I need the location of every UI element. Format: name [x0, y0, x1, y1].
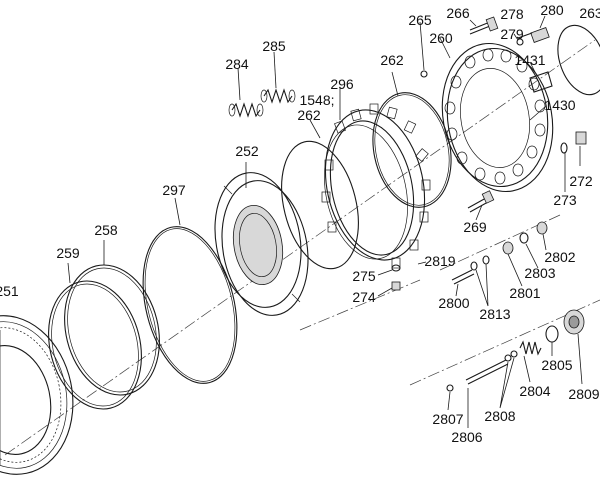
- part-258-ring: [64, 264, 160, 396]
- callout-269: 269: [463, 219, 487, 235]
- callout-296: 296: [330, 76, 354, 92]
- part-2803-washer: [519, 232, 529, 244]
- callout-266: 266: [446, 5, 470, 21]
- part-285-spring: [260, 88, 296, 104]
- part-284-spring: [228, 102, 264, 118]
- part-269-bolt: [467, 190, 495, 213]
- callout-285: 285: [262, 38, 286, 54]
- callout-265: 265: [408, 12, 432, 28]
- callout-260: 260: [429, 30, 453, 46]
- callout-273: 273: [553, 192, 577, 208]
- callout-1430: 1430: [544, 97, 576, 113]
- part-2804-spring: [519, 340, 542, 356]
- callout-274: 274: [352, 289, 376, 305]
- part-262-ring-left: [281, 140, 359, 270]
- part-262-ring-right: [372, 92, 452, 208]
- part-275-washer: [391, 264, 401, 272]
- callout-263: 263: [579, 5, 600, 21]
- callout-2813: 2813: [479, 306, 511, 322]
- callout-2807: 2807: [432, 411, 464, 427]
- callout-2803: 2803: [524, 265, 556, 281]
- callout-284: 284: [225, 56, 249, 72]
- callout-279: 279: [500, 26, 524, 42]
- callout-1431: 1431: [514, 52, 546, 68]
- part-265-washer: [420, 70, 428, 78]
- part-260-carrier: [441, 42, 554, 193]
- callout-280: 280: [540, 2, 564, 18]
- part-1431-clip: [529, 71, 553, 93]
- part-2808-orings: [504, 350, 518, 362]
- callout-259: 259: [56, 245, 80, 261]
- callout-251: 251: [0, 283, 19, 299]
- part-2802-cap: [536, 221, 548, 235]
- part-279-washer: [516, 38, 524, 46]
- callout-262-right: 262: [380, 52, 404, 68]
- part-259-ring: [48, 280, 142, 410]
- callout-2819: 2819: [424, 253, 456, 269]
- callout-258: 258: [94, 222, 118, 238]
- part-2800-pin: [451, 269, 475, 285]
- callout-278: 278: [500, 6, 524, 22]
- part-274-nut: [391, 281, 401, 291]
- part-2806-plunger: [465, 359, 509, 385]
- callout-1548: 1548;: [299, 92, 335, 108]
- leader-lines: [67, 15, 583, 428]
- callout-275: 275: [352, 268, 376, 284]
- callout-2800: 2800: [438, 295, 470, 311]
- callout-2805: 2805: [541, 357, 573, 373]
- callout-272: 272: [569, 173, 593, 189]
- part-252-piston: [214, 172, 309, 316]
- callout-2804: 2804: [519, 383, 551, 399]
- callout-297: 297: [162, 182, 186, 198]
- callout-2806: 2806: [451, 429, 483, 445]
- part-2807-ring: [446, 384, 454, 392]
- callout-2808: 2808: [484, 408, 516, 424]
- callout-262-left: 262: [297, 107, 321, 123]
- part-263-ring: [557, 24, 600, 96]
- part-2809-sleeve: [563, 309, 585, 335]
- part-266-bolt: [469, 16, 499, 35]
- part-296-clutch-housing: [321, 103, 431, 269]
- part-251-toothed-disc: [0, 315, 74, 475]
- callout-252: 252: [235, 143, 259, 159]
- callout-2801: 2801: [509, 285, 541, 301]
- callout-2802: 2802: [544, 249, 576, 265]
- part-297-oring: [142, 226, 238, 384]
- part-2801-body: [502, 241, 514, 255]
- callout-2809: 2809: [568, 386, 600, 402]
- part-278-fitting: [517, 27, 550, 43]
- part-272-plug: [575, 131, 587, 145]
- part-2805-ring: [545, 325, 559, 343]
- part-273-ring: [560, 142, 568, 154]
